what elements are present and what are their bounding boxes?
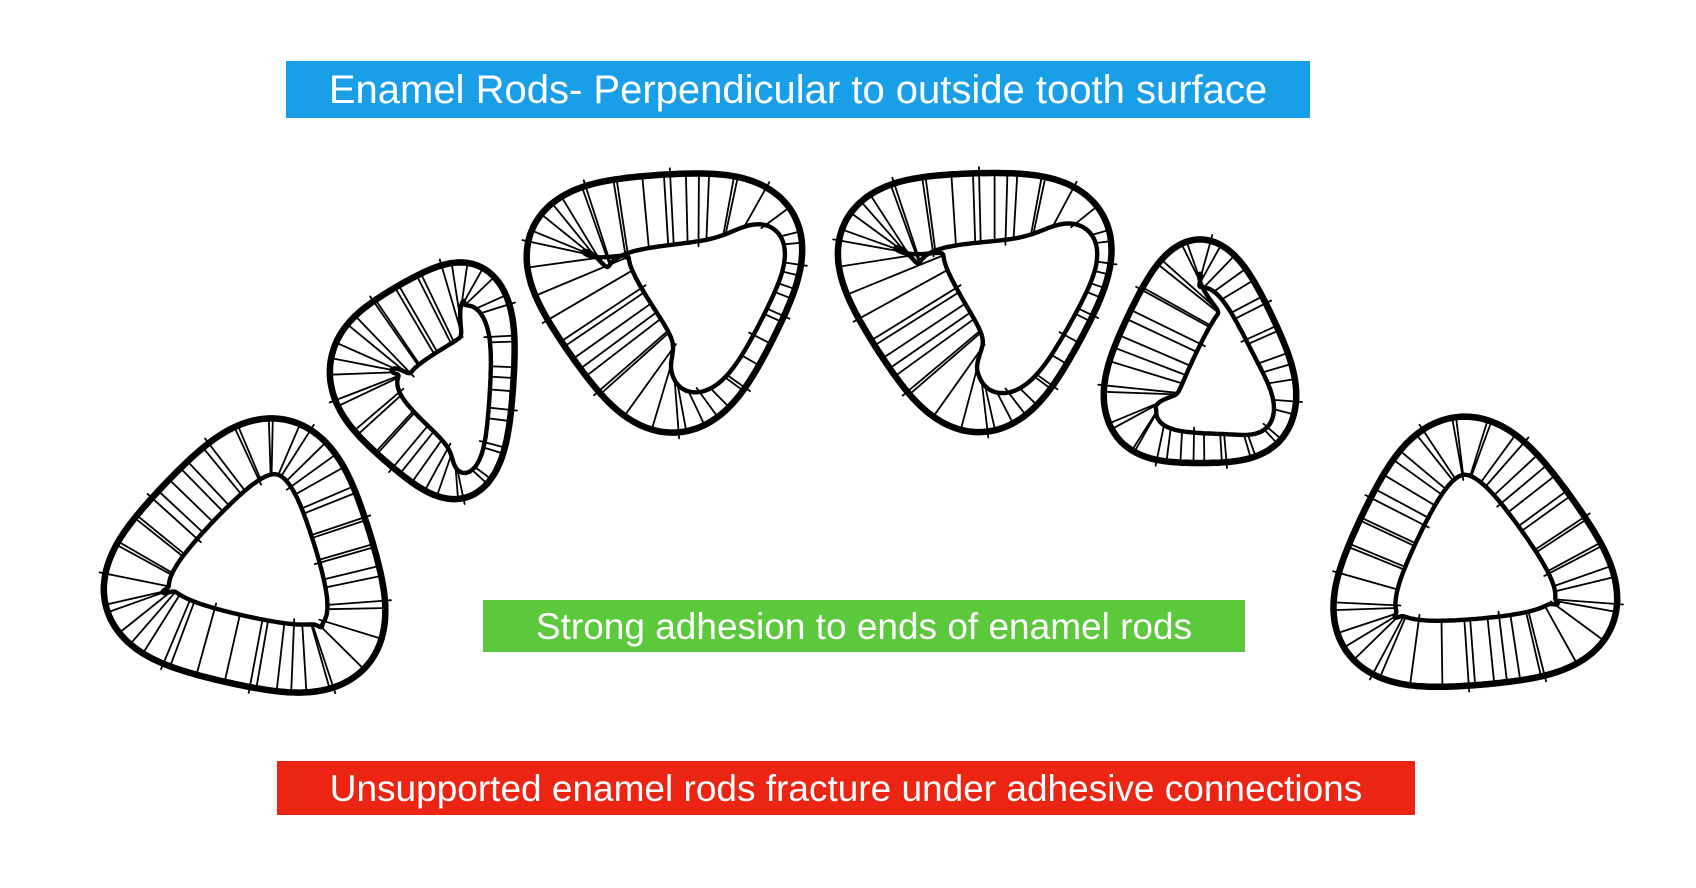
- outer-tooth-surface: [1100, 236, 1300, 467]
- enamel-rods: [328, 258, 518, 505]
- tooth-cross-section: [98, 415, 392, 696]
- tooth-cross-section: [1097, 234, 1303, 469]
- enamel-rods: [832, 166, 1118, 439]
- tooth-cross-section: [326, 258, 518, 505]
- enamel-rods: [1097, 234, 1303, 469]
- inner-dentin-boundary: [1392, 472, 1560, 623]
- inner-dentin-boundary: [389, 298, 494, 476]
- outer-tooth-surface: [1330, 413, 1621, 691]
- inner-dentin-boundary: [1153, 271, 1277, 438]
- enamel-rods: [98, 418, 392, 694]
- tooth-cross-section: [1330, 413, 1624, 693]
- outer-tooth-surface: [834, 169, 1115, 436]
- enamel-rods: [1332, 416, 1624, 693]
- tooth-cross-section: [832, 166, 1118, 439]
- outer-tooth-surface: [100, 415, 389, 696]
- enamel-rods: [521, 167, 808, 440]
- top-banner: Enamel Rods- Perpendicular to outside to…: [286, 61, 1310, 118]
- tooth-cross-section: [521, 167, 808, 440]
- middle-banner-label: Strong adhesion to ends of enamel rods: [535, 605, 1193, 647]
- middle-banner: Strong adhesion to ends of enamel rods: [483, 600, 1245, 652]
- bottom-banner-label: Unsupported enamel rods fracture under a…: [329, 767, 1363, 809]
- inner-dentin-boundary: [581, 222, 788, 395]
- bottom-banner: Unsupported enamel rods fracture under a…: [277, 761, 1415, 815]
- top-banner-label: Enamel Rods- Perpendicular to outside to…: [328, 67, 1268, 112]
- outer-tooth-surface: [523, 170, 806, 436]
- inner-dentin-boundary: [160, 472, 330, 630]
- inner-dentin-boundary: [893, 221, 1100, 396]
- outer-tooth-surface: [326, 259, 518, 503]
